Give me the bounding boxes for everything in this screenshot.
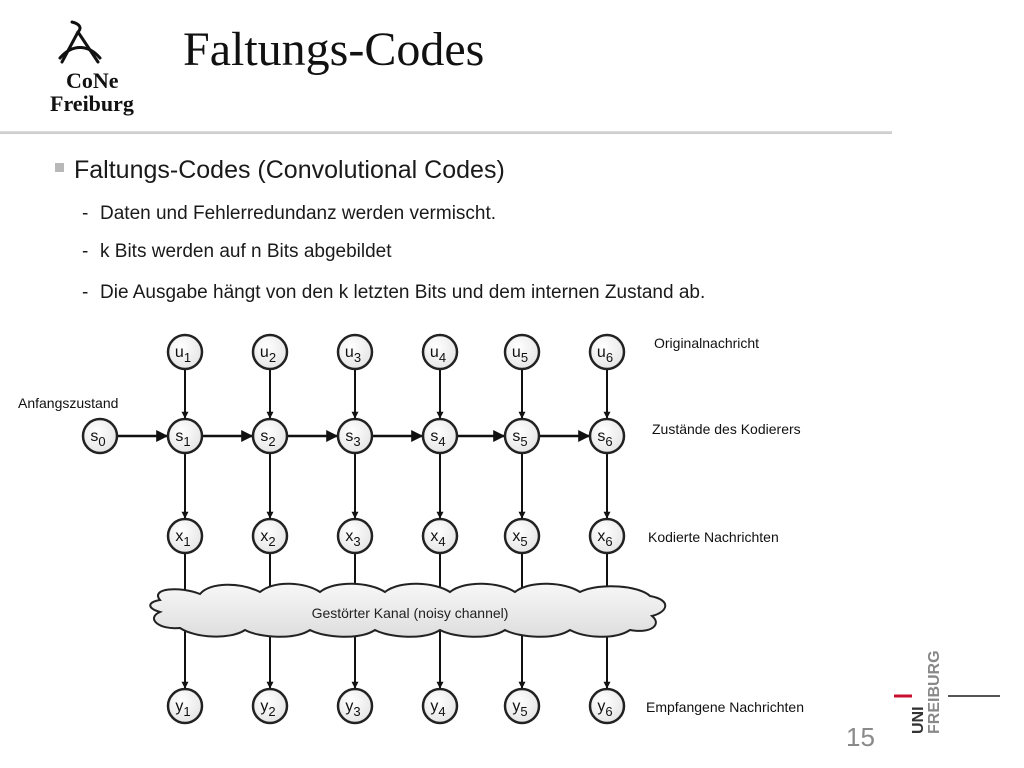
svg-text:y6: y6 xyxy=(597,698,612,719)
node-output-4: y4 xyxy=(421,687,459,725)
svg-text:x3: x3 xyxy=(345,528,360,549)
sub-bullet-2: -k Bits werden auf n Bits abgebildet xyxy=(82,241,392,262)
svg-text:x4: x4 xyxy=(430,528,445,549)
channel-label: Gestörter Kanal (noisy channel) xyxy=(312,605,509,621)
noisy-channel: Gestörter Kanal (noisy channel) xyxy=(149,582,667,638)
node-output-6: y6 xyxy=(588,687,626,725)
svg-text:s2: s2 xyxy=(260,428,275,449)
svg-text:s5: s5 xyxy=(512,428,527,449)
svg-text:u2: u2 xyxy=(260,344,276,365)
node-output-2: y2 xyxy=(251,687,289,725)
sub-bullet-3: -Die Ausgabe hängt von den k letzten Bit… xyxy=(82,282,706,303)
svg-text:s6: s6 xyxy=(597,428,612,449)
node-input-4: u4 xyxy=(421,333,459,371)
label-initial: Anfangszustand xyxy=(18,395,118,411)
uni-logo-line2: FREIBURG xyxy=(926,650,943,734)
node-state-1: s1 xyxy=(166,417,204,455)
diagram-nodes: s0 u1 s1 x1 y1 u2 s2 x2 y2 u3 s3 x3 y3 u4 s4 x4 y4 u5 s5 x5… xyxy=(81,333,626,725)
node-code-2: x2 xyxy=(251,517,289,555)
sub-bullet-1: -Daten und Fehlerredundanz werden vermis… xyxy=(82,203,497,224)
svg-text:u4: u4 xyxy=(430,344,446,365)
square-bullet-icon xyxy=(55,163,64,172)
svg-text:s1: s1 xyxy=(175,428,190,449)
convolutional-encoder-diagram: Gestörter Kanal (noisy channel) s0 u1 s1 x1… xyxy=(18,333,804,725)
node-code-5: x5 xyxy=(503,517,541,555)
svg-text:x1: x1 xyxy=(175,528,190,549)
svg-text:y4: y4 xyxy=(430,698,445,719)
svg-text:y2: y2 xyxy=(260,698,275,719)
svg-text:u1: u1 xyxy=(175,344,191,365)
svg-text:x5: x5 xyxy=(512,528,527,549)
label-received: Empfangene Nachrichten xyxy=(646,699,804,715)
sub-bullet-text: k Bits werden auf n Bits abgebildet xyxy=(100,241,392,262)
node-state-5: s5 xyxy=(503,417,541,455)
node-code-6: x6 xyxy=(588,517,626,555)
node-input-3: u3 xyxy=(336,333,374,371)
label-coded: Kodierte Nachrichten xyxy=(648,529,779,545)
node-state-4: s4 xyxy=(421,417,459,455)
node-code-1: x1 xyxy=(166,517,204,555)
logo-line2: Freiburg xyxy=(50,91,134,116)
node-output-3: y3 xyxy=(336,687,374,725)
svg-text:s3: s3 xyxy=(345,428,360,449)
svg-text:u3: u3 xyxy=(345,344,361,365)
page-number: 15 xyxy=(846,722,875,752)
node-output-1: y1 xyxy=(166,687,204,725)
svg-text:s4: s4 xyxy=(430,428,445,449)
title-divider xyxy=(0,131,892,134)
bullet-main-text: Faltungs-Codes (Convolutional Codes) xyxy=(74,156,505,184)
diagram-labels: OriginalnachrichtAnfangszustandZustände … xyxy=(18,335,804,715)
svg-text:y5: y5 xyxy=(512,698,527,719)
svg-text:x2: x2 xyxy=(260,528,275,549)
node-code-3: x3 xyxy=(336,517,374,555)
node-output-5: y5 xyxy=(503,687,541,725)
svg-text:x6: x6 xyxy=(597,528,612,549)
node-state-3: s3 xyxy=(336,417,374,455)
node-input-5: u5 xyxy=(503,333,541,371)
cone-freiburg-logo: CoNe Freiburg xyxy=(50,20,134,116)
noisy-channel-cloud xyxy=(149,582,667,638)
uni-freiburg-logo: UNI FREIBURG xyxy=(894,650,1000,734)
node-state-2: s2 xyxy=(251,417,289,455)
node-state-6: s6 xyxy=(588,417,626,455)
svg-text:y3: y3 xyxy=(345,698,360,719)
svg-text:y1: y1 xyxy=(175,698,190,719)
node-input-6: u6 xyxy=(588,333,626,371)
svg-text:u5: u5 xyxy=(512,344,528,365)
node-input-2: u2 xyxy=(251,333,289,371)
bullet-main: Faltungs-Codes (Convolutional Codes) xyxy=(55,156,505,185)
sub-bullet-text: Daten und Fehlerredundanz werden vermisc… xyxy=(100,203,497,224)
page-title: Faltungs-Codes xyxy=(183,23,485,76)
node-initial-state: s0 xyxy=(81,417,119,455)
sub-bullet-text: Die Ausgabe hängt von den k letzten Bits… xyxy=(100,282,706,303)
logo-line1: CoNe xyxy=(66,68,119,93)
svg-text:u6: u6 xyxy=(597,344,613,365)
uni-logo-line1: UNI xyxy=(910,706,927,734)
label-original: Originalnachricht xyxy=(654,335,759,351)
cone-logo-icon xyxy=(58,20,102,64)
label-states: Zustände des Kodierers xyxy=(652,421,801,437)
node-input-1: u1 xyxy=(166,333,204,371)
svg-text:s0: s0 xyxy=(90,428,105,449)
node-code-4: x4 xyxy=(421,517,459,555)
